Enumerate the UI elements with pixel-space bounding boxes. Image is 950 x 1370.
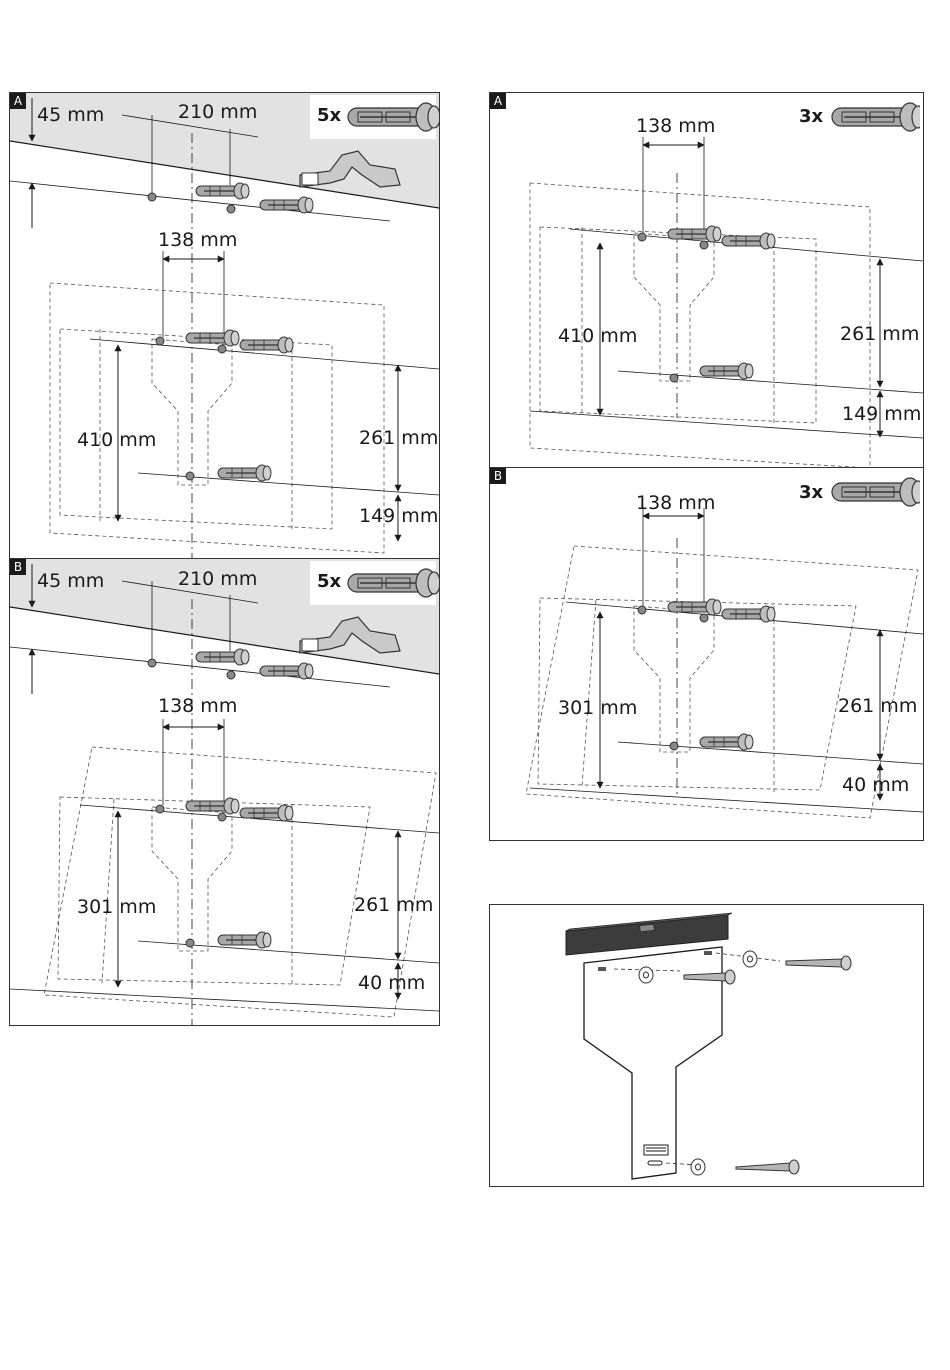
template-drawing (490, 905, 923, 1186)
dim-261mm: 261 mm (838, 695, 917, 717)
dim-261mm: 261 mm (354, 894, 433, 916)
dim-261mm: 261 mm (359, 427, 438, 449)
left-panel-b: B 5x 45 mm 210 mm 138 mm 301 mm 261 mm 4… (9, 558, 440, 1026)
panel-tag: B (10, 559, 26, 575)
dim-138mm: 138 mm (158, 229, 237, 251)
dim-261mm: 261 mm (840, 323, 919, 345)
dim-40mm: 40 mm (358, 972, 425, 994)
wall-plug-icon (196, 649, 249, 665)
quantity-label: 3x (799, 106, 823, 127)
dim-138mm: 138 mm (158, 695, 237, 717)
wall-plug-icon (830, 472, 920, 512)
washer-icon (639, 967, 653, 983)
wall-plug-icon (186, 330, 239, 346)
right-panel-a: A 3x 138 mm 410 mm 261 mm 149 mm (489, 92, 924, 469)
quantity-label: 5x (317, 571, 341, 592)
dim-149mm: 149 mm (359, 505, 438, 527)
dim-45mm: 45 mm (37, 570, 104, 592)
panel-tag: B (490, 468, 506, 484)
left-b-drawing (10, 559, 439, 1025)
quantity-label: 5x (317, 105, 341, 126)
dim-301mm: 301 mm (558, 697, 637, 719)
quantity-box (830, 472, 920, 512)
quantity-box (830, 97, 920, 137)
screw-icon (786, 956, 851, 970)
wall-plug-icon (668, 226, 721, 242)
washer-icon (691, 1159, 705, 1175)
wall-plug-icon (344, 561, 440, 605)
wall-plug-icon (196, 183, 249, 199)
dim-138mm: 138 mm (636, 492, 715, 514)
washer-icon (743, 951, 757, 967)
dim-40mm: 40 mm (842, 774, 909, 796)
wall-plug-icon (240, 337, 293, 353)
mounting-template-icon (584, 947, 722, 1179)
dim-138mm: 138 mm (636, 115, 715, 137)
quantity-label: 3x (799, 482, 823, 503)
dim-210mm: 210 mm (178, 101, 257, 123)
dim-410mm: 410 mm (558, 325, 637, 347)
wall-plug-icon (218, 465, 271, 481)
wall-plug-icon (700, 734, 753, 750)
wall-plug-icon (186, 798, 239, 814)
wall-plug-icon (218, 932, 271, 948)
panel-tag: A (10, 93, 26, 109)
dim-45mm: 45 mm (37, 104, 104, 126)
dim-301mm: 301 mm (77, 896, 156, 918)
dim-149mm: 149 mm (842, 403, 921, 425)
dim-410mm: 410 mm (77, 429, 156, 451)
wall-plug-icon (344, 95, 440, 139)
template-panel (489, 904, 924, 1187)
wall-plug-icon (700, 363, 753, 379)
wall-plug-icon (830, 97, 920, 137)
wall-plug-icon (260, 663, 313, 679)
dim-210mm: 210 mm (178, 568, 257, 590)
left-a-drawing (10, 93, 439, 558)
wall-plug-icon (722, 606, 775, 622)
wall-plug-icon (240, 805, 293, 821)
left-panel-a: A 5x 45 mm 210 mm 138 mm 410 mm 261 mm 1… (9, 92, 440, 559)
panel-tag: A (490, 93, 506, 109)
wall-plug-icon (260, 197, 313, 213)
screw-icon (736, 1160, 799, 1174)
right-panel-b: B 3x 138 mm 301 mm 261 mm 40 mm (489, 467, 924, 841)
